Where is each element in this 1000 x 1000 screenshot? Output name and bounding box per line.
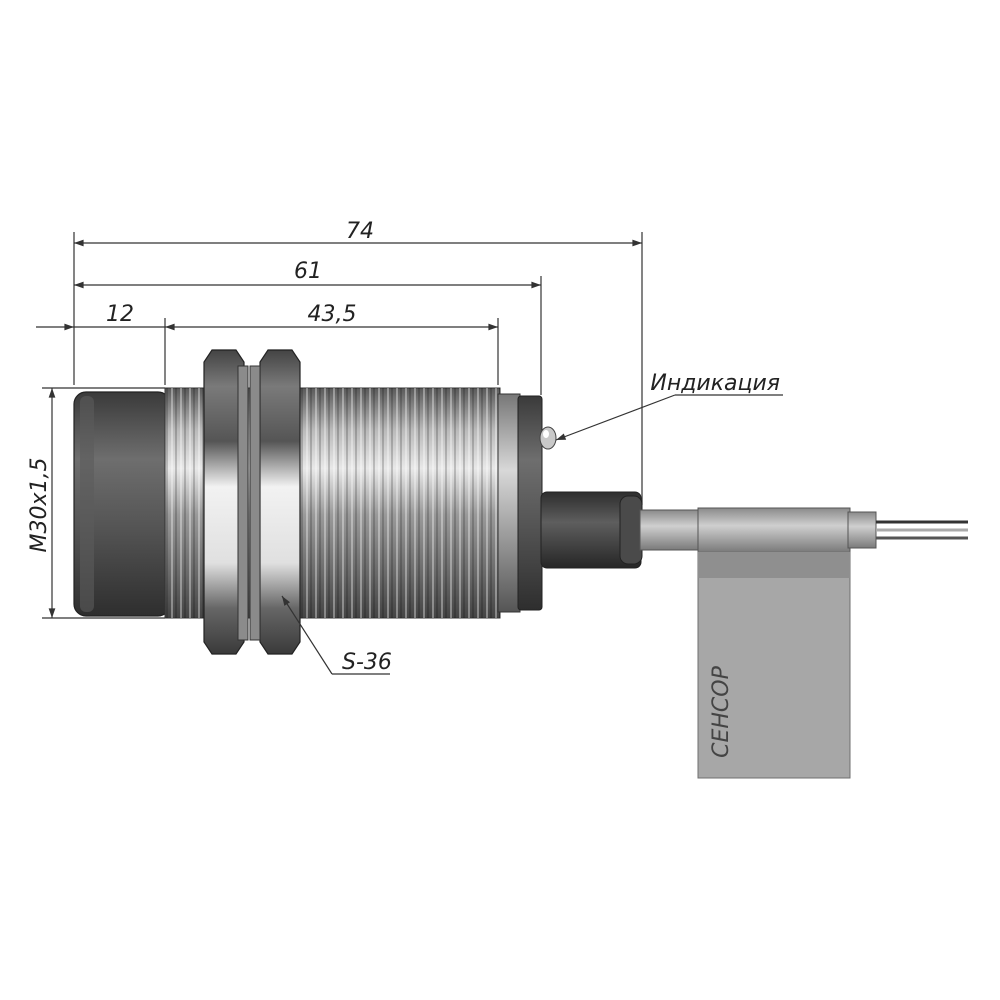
- indicator-led: [539, 426, 557, 450]
- indicator-callout: Индикация: [555, 371, 783, 441]
- cable-gland: [540, 491, 643, 569]
- cable-tag: СЕНСОР: [697, 551, 851, 779]
- dimension-12-label: 12: [106, 302, 134, 327]
- dimension-face-length: 12: [36, 302, 165, 331]
- sensing-face: [73, 391, 171, 617]
- dimension-thread-length: 43,5: [165, 302, 499, 331]
- dimension-length-to-indicator: 61: [74, 259, 541, 289]
- dimension-thread-label: M30x1,5: [27, 458, 52, 553]
- dimension-overall-length: 74: [74, 219, 642, 247]
- wrench-callout: S-36: [281, 595, 392, 675]
- body-end-ring: [497, 393, 543, 613]
- lock-nut-front: [203, 349, 249, 655]
- wrench-callout-label: S-36: [342, 650, 392, 675]
- lock-nut-rear: [249, 349, 301, 655]
- dimension-thread-diameter: M30x1,5: [27, 387, 56, 618]
- indicator-callout-label: Индикация: [650, 371, 780, 396]
- dimension-43-5-label: 43,5: [308, 302, 357, 327]
- dimension-74-label: 74: [346, 219, 374, 244]
- cable: [639, 507, 968, 553]
- dimension-61-label: 61: [294, 259, 322, 284]
- tag-label: СЕНСОР: [709, 665, 734, 757]
